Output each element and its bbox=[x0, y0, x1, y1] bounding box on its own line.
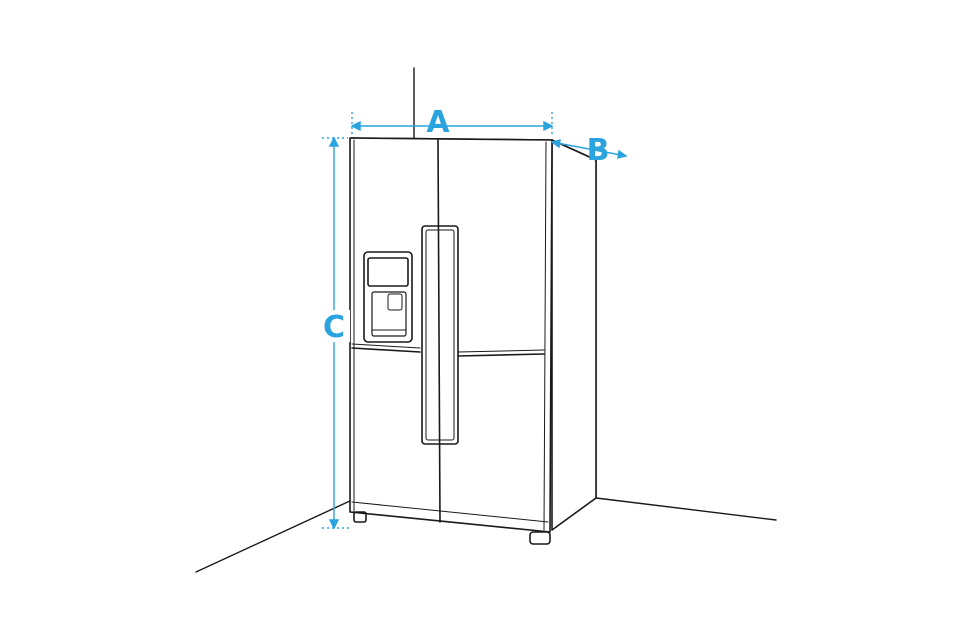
floor-left-line bbox=[195, 499, 353, 573]
height-arrow-top bbox=[328, 136, 340, 147]
height-label: C bbox=[323, 310, 345, 345]
door-split-line bbox=[437, 139, 441, 523]
floor-right-line bbox=[595, 497, 777, 521]
dispenser-bezel bbox=[363, 251, 413, 343]
front-right-bevel bbox=[543, 141, 547, 531]
fridge-front-panel bbox=[349, 137, 553, 533]
depth-arrow-right bbox=[617, 149, 628, 159]
width-label: A bbox=[426, 105, 450, 140]
dispenser-paddle bbox=[387, 293, 403, 311]
depth-arrow-left bbox=[550, 139, 561, 149]
height-label-backdrop bbox=[318, 310, 350, 342]
front-right-foot bbox=[529, 531, 551, 545]
dimension-height: C bbox=[318, 136, 352, 530]
dimension-width: A bbox=[350, 105, 554, 140]
height-arrow-bottom bbox=[328, 519, 340, 530]
refrigerator-icon bbox=[349, 137, 597, 545]
fridge-side-panel bbox=[551, 139, 597, 531]
dimension-depth: B bbox=[550, 133, 628, 168]
door-handle-outer bbox=[421, 225, 459, 445]
fridge-base-trim bbox=[351, 501, 549, 523]
width-arrow-left bbox=[350, 120, 361, 132]
dispenser-display bbox=[367, 257, 409, 287]
depth-label: B bbox=[587, 133, 610, 168]
depth-dimension-line bbox=[551, 141, 627, 157]
front-left-foot bbox=[353, 511, 367, 523]
width-arrow-right bbox=[543, 120, 554, 132]
dispenser-icon bbox=[363, 251, 413, 343]
dispenser-recess bbox=[371, 291, 407, 337]
freezer-drawer-line bbox=[351, 347, 545, 357]
door-handle-inner bbox=[425, 229, 455, 441]
freezer-drawer-line-2 bbox=[351, 343, 545, 353]
